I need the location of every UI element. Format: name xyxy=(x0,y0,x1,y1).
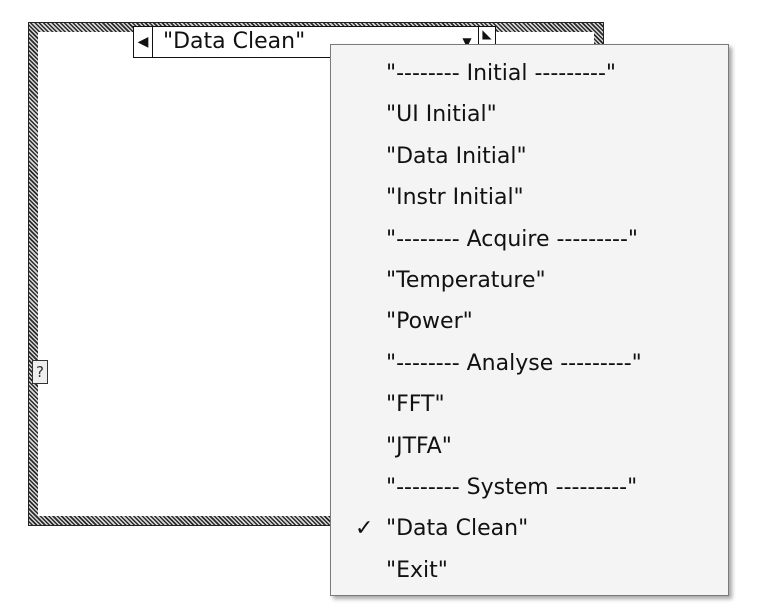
case-dropdown-menu: "-------- Initial ---------" "UI Initial… xyxy=(330,44,729,596)
checkmark-icon: ✓ xyxy=(355,516,374,542)
menu-item-label: "Power" xyxy=(386,309,473,335)
menu-item[interactable]: "FFT" xyxy=(331,384,728,425)
menu-item-label: "Exit" xyxy=(386,557,448,583)
menu-item[interactable]: "-------- Acquire ---------" xyxy=(331,219,728,260)
case-selector-value[interactable]: "Data Clean" xyxy=(163,29,306,54)
menu-item[interactable]: "Instr Initial" xyxy=(331,177,728,218)
menu-item-label: "-------- Acquire ---------" xyxy=(386,226,639,252)
menu-item[interactable]: "Exit" xyxy=(331,550,728,591)
menu-item[interactable]: "-------- Analyse ---------" xyxy=(331,343,728,384)
menu-item-label: "-------- Initial ---------" xyxy=(386,61,617,86)
case-selector[interactable]: ◀ "Data Clean" ▼ ◣ xyxy=(133,26,496,58)
right-triangle-icon: ◣ xyxy=(482,27,492,41)
tunnel-terminal[interactable]: ? xyxy=(32,360,48,384)
menu-item[interactable]: "JTFA" xyxy=(331,426,728,467)
menu-item[interactable]: "Power" xyxy=(331,301,728,342)
menu-item[interactable]: "-------- System ---------" xyxy=(331,467,728,508)
menu-item-label: "Temperature" xyxy=(386,267,546,293)
menu-item[interactable]: "UI Initial" xyxy=(331,94,728,135)
menu-item[interactable]: "Data Initial" xyxy=(331,136,728,177)
menu-item-label: "Data Initial" xyxy=(386,143,527,169)
menu-item-selected[interactable]: ✓ "Data Clean" xyxy=(331,508,728,549)
increment-case-button[interactable]: ◣ xyxy=(478,27,495,57)
menu-item-label: "-------- Analyse ---------" xyxy=(386,350,642,376)
left-triangle-icon: ◀ xyxy=(137,34,149,50)
selector-dropdown-button[interactable]: ▼ xyxy=(456,27,478,57)
menu-item-label: "UI Initial" xyxy=(386,102,497,128)
menu-item[interactable]: "-------- Initial ---------" xyxy=(331,53,728,94)
decrement-case-button[interactable]: ◀ xyxy=(134,27,153,57)
down-triangle-icon: ▼ xyxy=(462,35,472,49)
menu-item-label: "Instr Initial" xyxy=(386,185,524,211)
menu-item[interactable]: "Temperature" xyxy=(331,260,728,301)
menu-item-label: "-------- System ---------" xyxy=(386,474,638,500)
menu-item-label: "JTFA" xyxy=(386,433,452,459)
menu-item-label: "FFT" xyxy=(386,392,445,418)
menu-item-label: "Data Clean" xyxy=(386,516,529,542)
